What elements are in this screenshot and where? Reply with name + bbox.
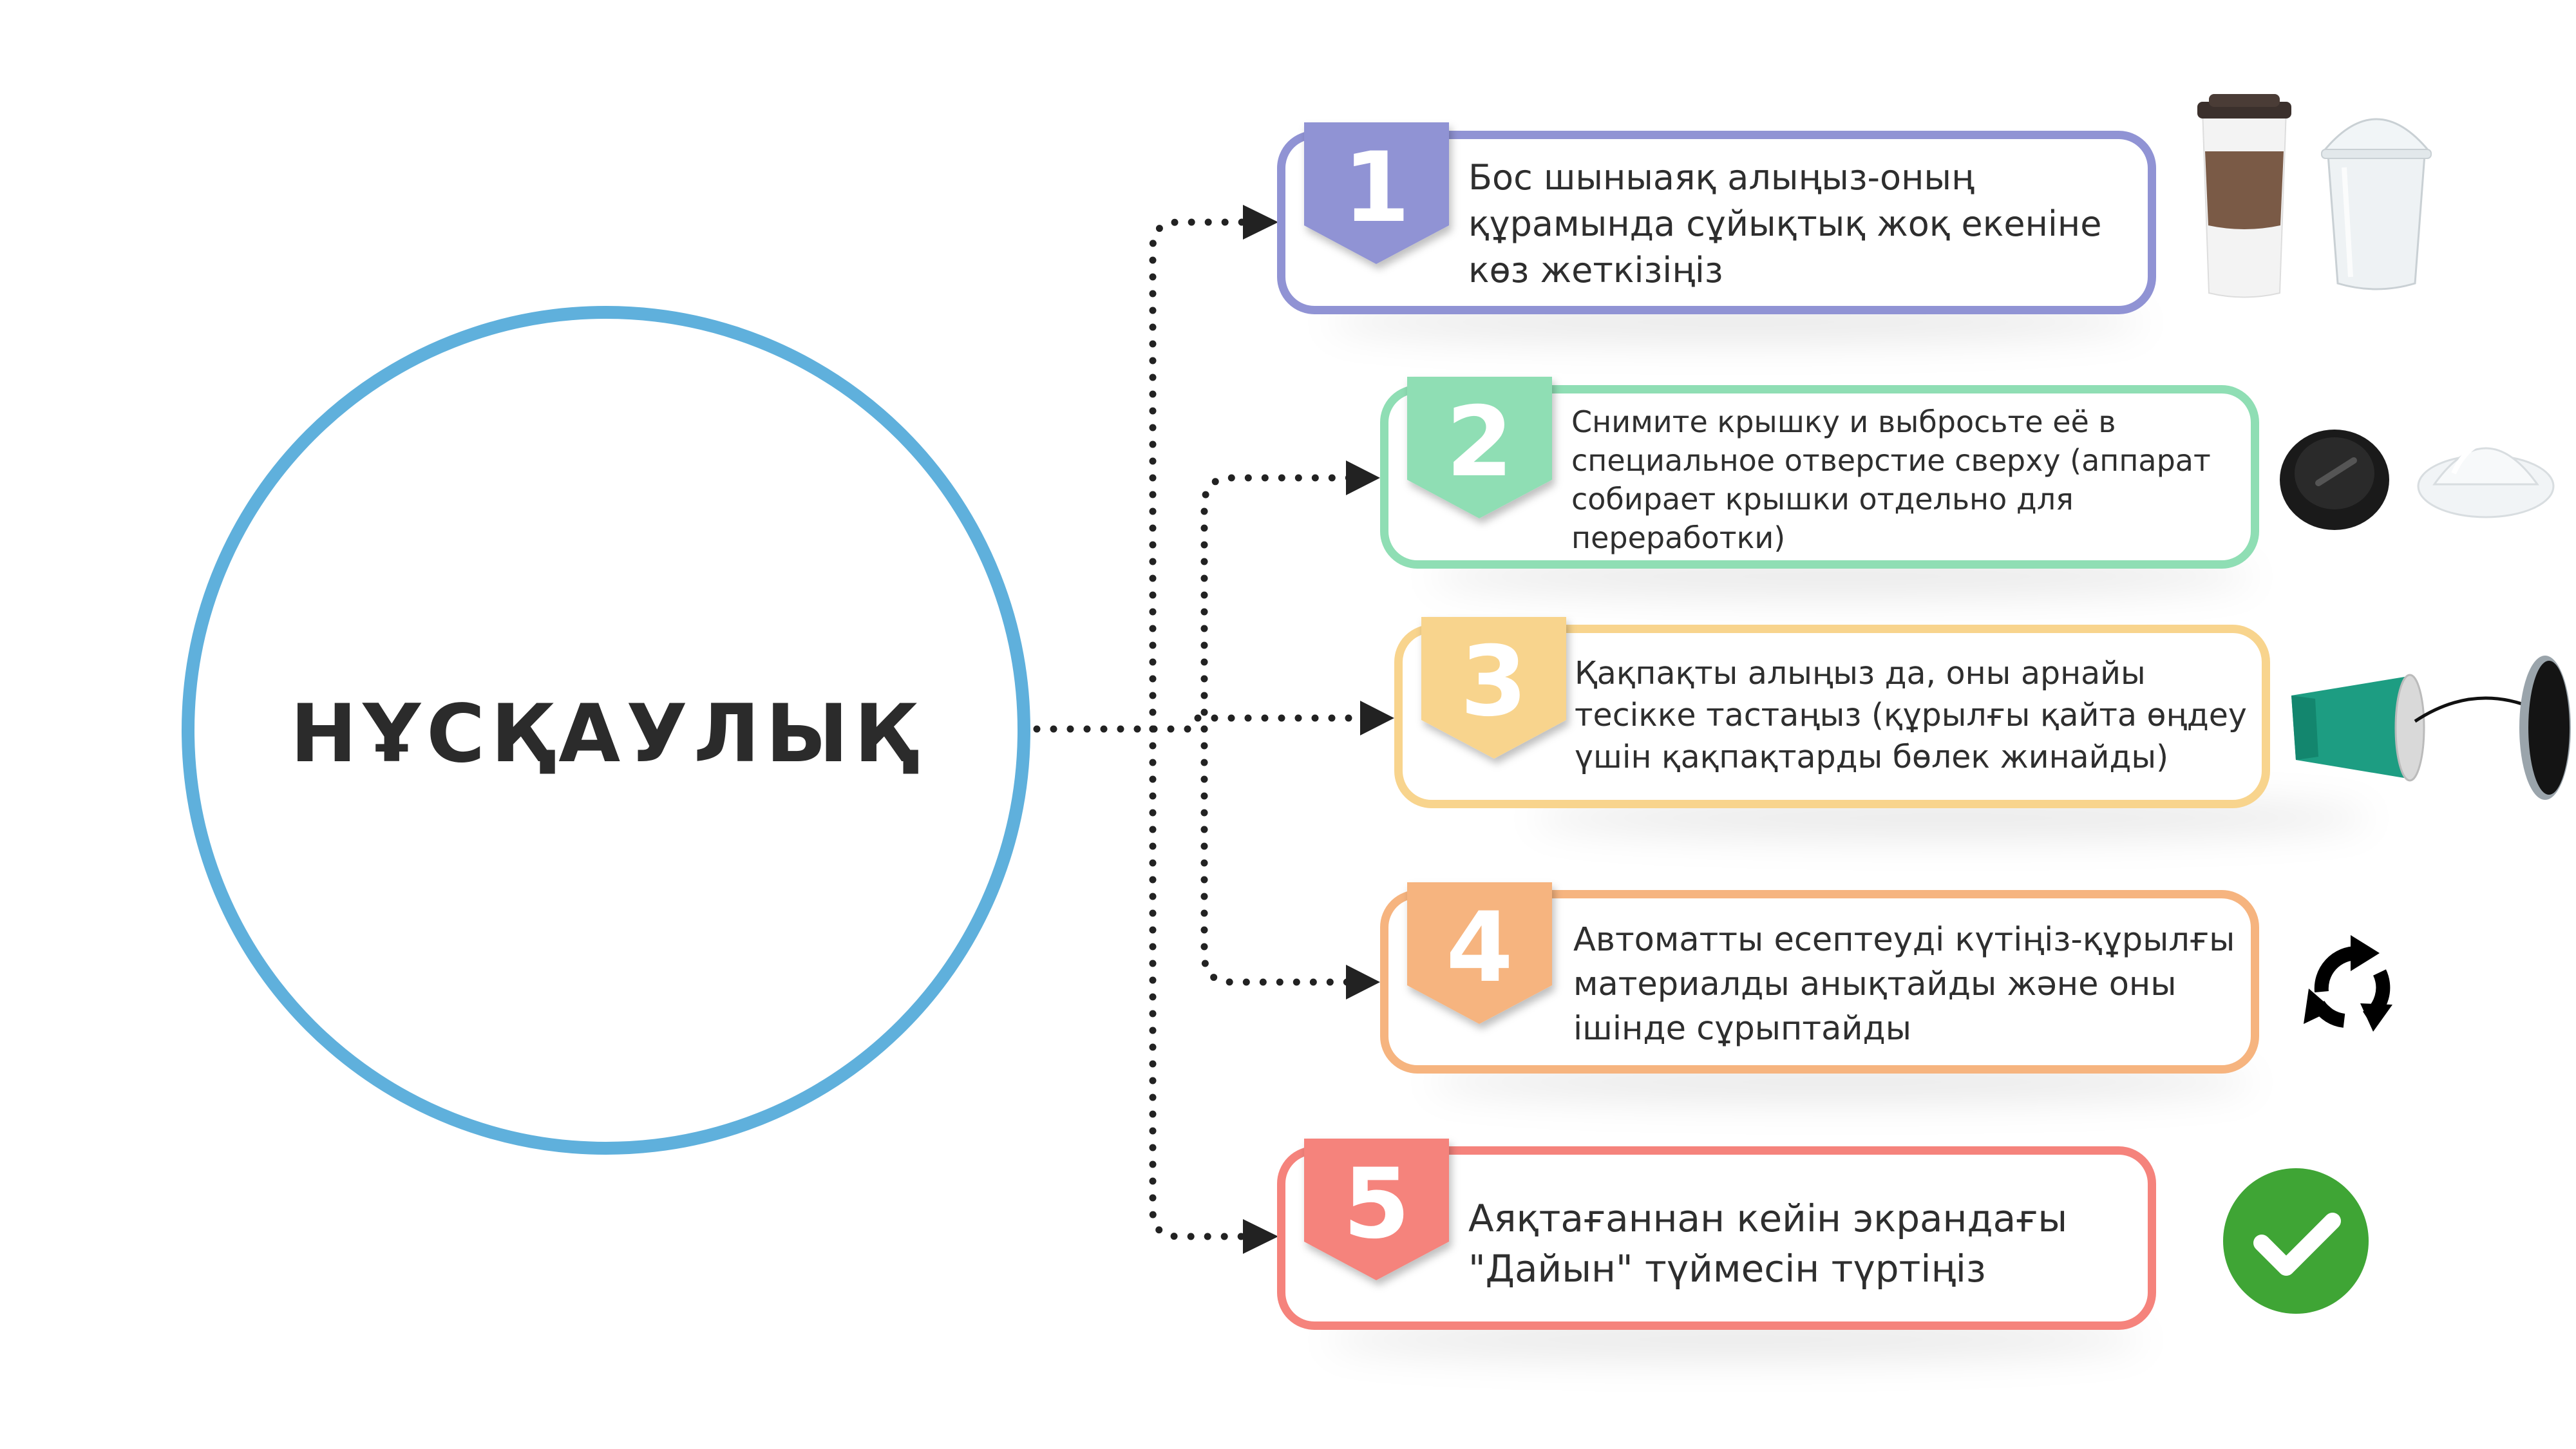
step-3-line-3: үшін қақпақтарды бөлек жинайды) [1575,739,2169,775]
step-1-line-1: Бос шыныаяқ алыңыз-оның [1468,157,1975,198]
step-5-line-2: "Дайын" түймесін түртіңіз [1468,1247,1986,1291]
step-3-line-2: тесікке тастаңыз (құрылғы қайта өңдеу [1575,697,2247,734]
step-1-text: Бос шыныаяқ алыңыз-оның құрамында сұйықт… [1468,155,2101,294]
step-2-badge [1407,377,1552,518]
page-title: НҰСҚАУЛЫҚ [290,688,922,781]
recycle-arrows-icon [2304,935,2392,1032]
step-3-badge [1421,617,1566,759]
step-2-text: Снимите крышку и выбросьте её в специаль… [1571,402,2211,557]
step-1-line-3: көз жеткізіңіз [1468,250,1723,290]
step-4-text: Автоматты есептеуді күтіңіз-құрылғы мате… [1573,918,2235,1051]
step-1-number: 1 [1343,132,1410,244]
step-4-line-3: ішінде сұрыптайды [1573,1010,1912,1048]
step-2-line-3: собирает крышки отдельно для [1571,482,2074,516]
step-2-line-1: Снимите крышку и выбросьте её в [1571,404,2116,439]
step-4-line-2: материалды анықтайды және оны [1573,965,2177,1003]
step-2-line-4: переработки) [1571,520,1786,555]
step-3-text: Қақпақты алыңыз да, оны арнайы тесікке т… [1575,652,2247,778]
arrowhead-1 [1243,205,1278,240]
step-3-line-1: Қақпақты алыңыз да, оны арнайы [1575,655,2146,692]
green-check-icon [2223,1168,2369,1314]
step-2-line-2: специальное отверстие сверху (аппарат [1571,443,2211,478]
arrowhead-3 [1360,701,1394,735]
step-1-line-2: құрамында сұйықтық жоқ екеніне [1468,204,2102,244]
step-5-line-1: Аяқтағаннан кейін экрандағы [1468,1197,2068,1240]
arrowhead-4 [1346,965,1380,999]
coffee-cups-icon [2197,94,2432,298]
step-2-number: 2 [1446,386,1513,498]
step-5-text: Аяқтағаннан кейін экрандағы "Дайын" түйм… [1468,1193,2067,1294]
step-4-line-1: Автоматты есептеуді күтіңіз-құрылғы [1573,921,2235,959]
step-5-number: 5 [1343,1148,1410,1260]
arrowhead-5 [1243,1219,1278,1254]
arrowhead-2 [1346,460,1380,495]
step-4-badge [1407,882,1552,1024]
step-5-badge [1304,1139,1449,1280]
step-1-badge [1304,122,1449,264]
step-4-number: 4 [1446,892,1513,1004]
cup-to-slot-icon [2291,656,2571,800]
cup-lids-icon [2280,430,2555,530]
step-3-number: 3 [1460,626,1528,738]
